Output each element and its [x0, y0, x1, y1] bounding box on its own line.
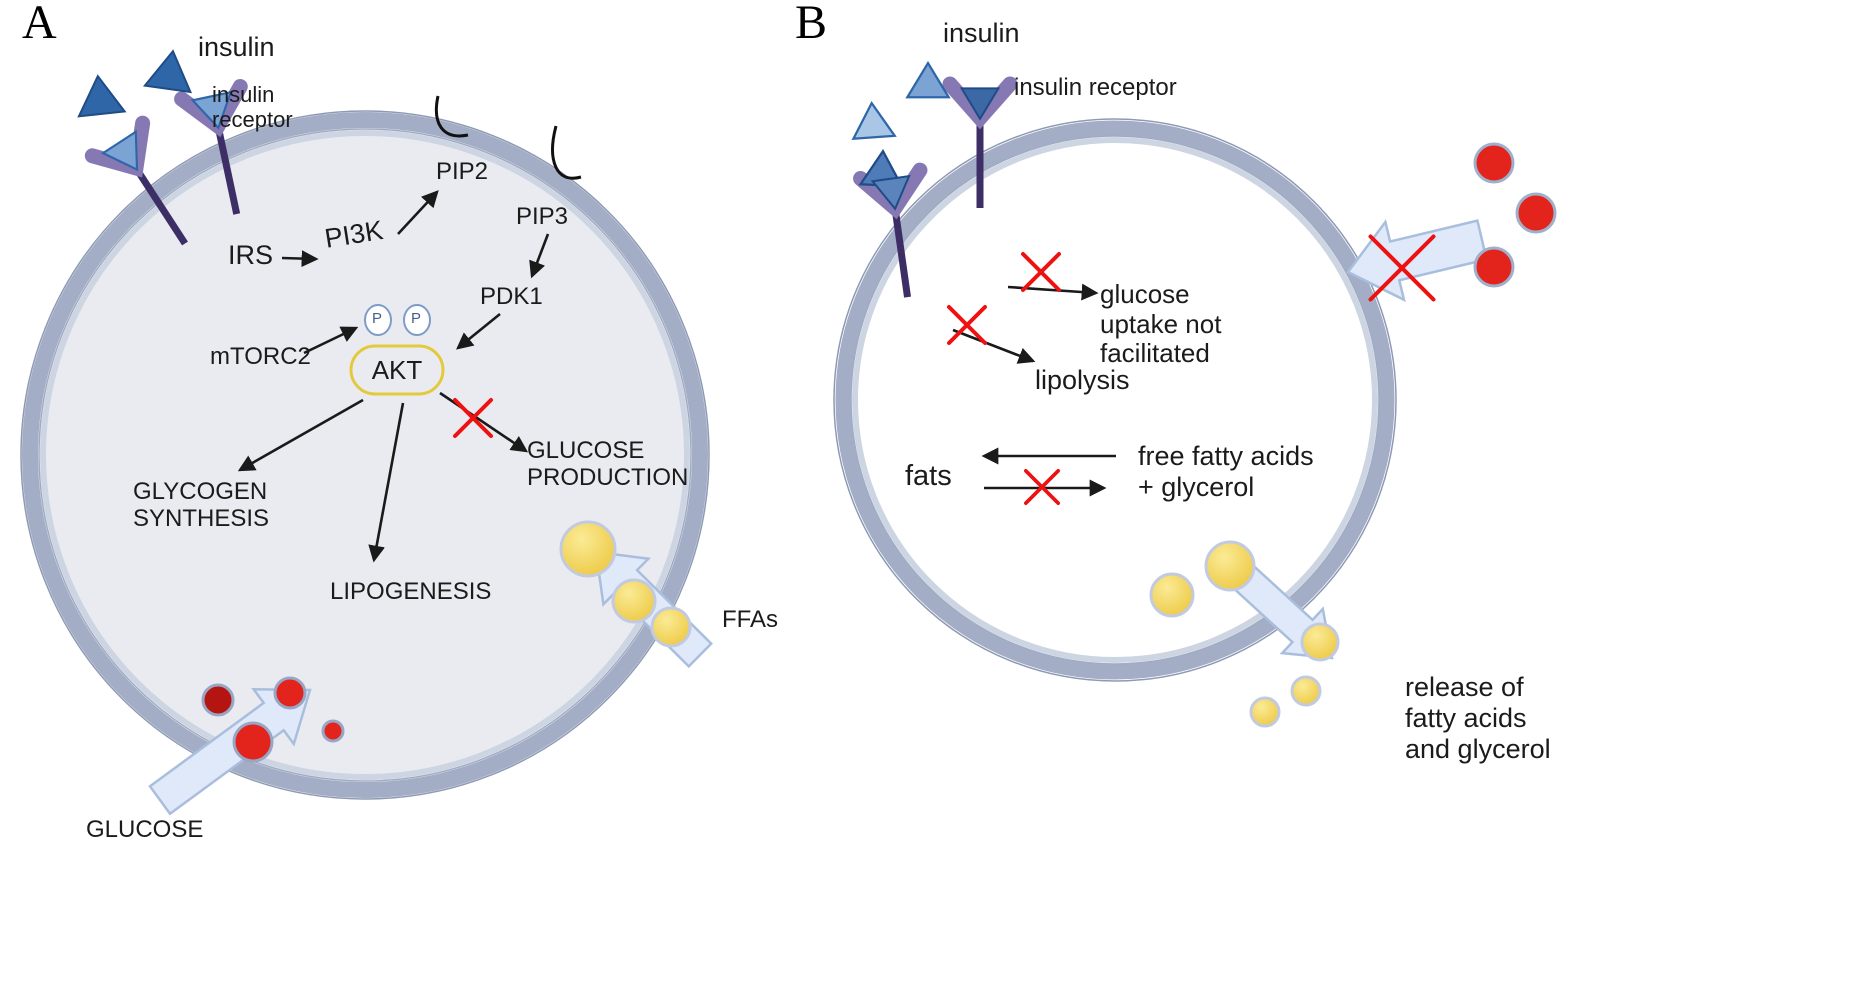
lipolysis-label: lipolysis	[1035, 365, 1130, 395]
glucose-transport-arrow	[148, 687, 312, 816]
fatty-acid-molecule	[650, 606, 692, 648]
irs-label: IRS	[228, 240, 274, 270]
fatty-acid-molecule	[559, 520, 617, 578]
arrow-akt-glycogen	[237, 398, 364, 472]
insulin-triangle-icon	[849, 100, 896, 140]
panel-a-label: A	[22, 0, 57, 49]
akt-capsule-outline	[349, 344, 445, 396]
glucose-molecule	[321, 719, 345, 743]
glucose-molecule	[1515, 192, 1557, 234]
glucose-molecule	[1473, 246, 1515, 288]
insulin-triangle-icon	[906, 61, 950, 99]
insulin-label-b: insulin	[943, 18, 1020, 48]
pip2-label: PIP2	[436, 158, 489, 185]
glucose-molecule	[273, 676, 307, 710]
ffas-label: FFAs	[722, 606, 779, 633]
mtorc2-label: mTORC2	[210, 343, 311, 370]
fats-label: fats	[905, 460, 952, 492]
glucose-uptake-label: glucose uptake not facilitated	[1100, 279, 1222, 369]
blocked-glucose-transport-arrow	[1346, 219, 1489, 303]
glucose-label: GLUCOSE	[86, 816, 204, 843]
release-label: release of fatty acids and glycerol	[1405, 672, 1551, 764]
glucose-molecule	[1473, 142, 1515, 184]
fatty-acid-molecule	[1149, 572, 1195, 618]
membrane-lipid-hook	[551, 125, 582, 180]
panel-b-label: B	[795, 0, 828, 49]
arrow-pdk1-akt	[456, 312, 501, 350]
insulin-label-a: insulin	[198, 32, 275, 62]
arrow-irs-pi3k	[281, 250, 319, 268]
insulin-triangle-icon	[143, 47, 197, 94]
phosphate-label: P	[372, 310, 383, 327]
phosphate-circle	[364, 304, 392, 336]
phosphate-circle	[403, 304, 431, 336]
fatty-acid-molecule	[611, 578, 657, 624]
fatty-acid-molecule	[1249, 696, 1281, 728]
arrow-akt-lipogenesis	[368, 402, 405, 563]
fatty-acid-molecule	[1290, 675, 1322, 707]
arrow-pip3-pdk1	[529, 233, 550, 279]
fatty-acid-molecule	[1204, 540, 1256, 592]
cell-a	[20, 110, 710, 800]
cell-b	[833, 118, 1397, 682]
arrow-mtorc2-akt	[303, 326, 359, 355]
membrane-lipid-hook	[434, 95, 469, 138]
pathway-arrows-a	[237, 190, 550, 563]
arrow-akt-glucose-production	[439, 391, 529, 453]
insulin-triangle-icon	[73, 72, 126, 118]
glucose-molecule	[232, 721, 274, 763]
arrow-lipolysis-blocked	[952, 328, 1036, 364]
insulin-receptor-label-a: insulin receptor	[212, 82, 293, 133]
fatty-acid-molecule	[1300, 622, 1340, 662]
glucose-production-label: GLUCOSE PRODUCTION	[527, 437, 689, 492]
free-fatty-acids-label: free fatty acids + glycerol	[1138, 441, 1314, 502]
pdk1-label: PDK1	[480, 283, 543, 310]
glucose-molecule	[201, 683, 235, 717]
glycogen-synthesis-label: GLYCOGEN SYNTHESIS	[133, 478, 270, 533]
pip3-label: PIP3	[516, 203, 569, 230]
akt-label: AKT	[371, 355, 423, 385]
arrow-pi3k-pip2	[397, 190, 439, 235]
insulin-receptor-label-b: insulin receptor	[1014, 74, 1177, 101]
lipogenesis-label: LIPOGENESIS	[330, 578, 492, 605]
phosphate-label: P	[411, 310, 422, 327]
